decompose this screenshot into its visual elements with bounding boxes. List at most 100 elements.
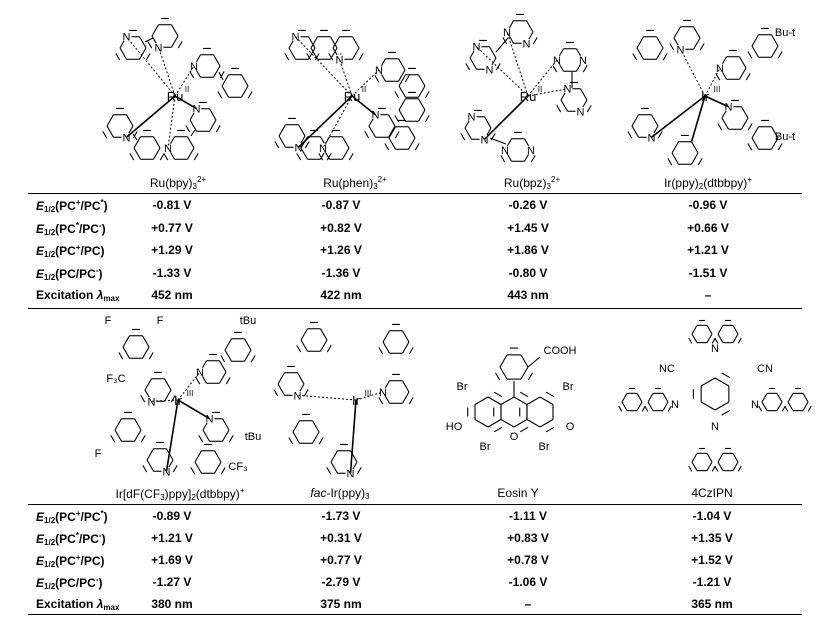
table-rule [28, 308, 802, 309]
atom-label: N [523, 38, 531, 50]
atom-label: N [579, 55, 587, 67]
ring [758, 387, 786, 412]
coordination-bond [651, 95, 706, 138]
atom-label: N [648, 132, 656, 144]
table-cell: +1.29 V [151, 243, 193, 257]
coordination-bond [174, 95, 197, 110]
ring [495, 347, 533, 381]
ring: NN [500, 131, 536, 163]
ring: NN [556, 81, 592, 118]
atom-label: N [193, 104, 201, 116]
ring: NN [552, 41, 588, 73]
atom-label: N [319, 143, 327, 155]
ring: NN [460, 109, 496, 146]
ring: N [163, 129, 199, 161]
substituent-label: F [157, 315, 164, 327]
ring [378, 323, 414, 355]
atom-label: O [566, 421, 575, 433]
table-cell: -1.27 V [152, 575, 192, 589]
metal-center: Ru [520, 89, 537, 104]
table-cell: 443 nm [507, 288, 549, 302]
ring: N [198, 411, 234, 443]
substituent-label: CN [757, 363, 773, 375]
row-label: E1/2(PC*/PC-) [36, 220, 106, 237]
table-row: E1/2(PC+/PC)+1.29 V+1.26 V+1.86 V+1.21 V [0, 241, 829, 261]
table-cell: -2.79 V [321, 575, 361, 589]
substituent-label: Bu-t [775, 131, 795, 143]
ring [296, 321, 332, 353]
metal-center: Ir [174, 393, 183, 408]
coordination-bond [351, 95, 376, 116]
table-cell: +1.26 V [320, 243, 362, 257]
metal-center: Ir [701, 89, 710, 104]
ring [667, 134, 703, 166]
substituent-label: F₃C [106, 373, 125, 385]
table-cell: +0.77 V [320, 553, 362, 567]
ring: N [326, 443, 362, 477]
substituent-label: tBu [245, 431, 262, 443]
atom-label: N [486, 64, 494, 76]
ring: N [102, 107, 138, 144]
substituent-label: NC [659, 363, 675, 375]
substituent-label: Bu-t [775, 27, 795, 39]
coordination-bond [295, 36, 353, 97]
atom-label: N [292, 32, 300, 44]
ring: N [627, 107, 663, 144]
coordination-bond [355, 391, 384, 401]
compound-name: Ir(ppy)2(dtbbpy)+ [664, 175, 752, 191]
ring: N [318, 129, 354, 161]
ring: N [273, 365, 309, 402]
coordination-bond [690, 95, 706, 142]
ring [394, 91, 430, 123]
row-label: Excitation λmax [36, 597, 120, 612]
table-cell: 375 nm [320, 597, 362, 611]
oxidation-state: II [538, 85, 542, 94]
atom-label: N [148, 396, 156, 408]
ring: N [195, 353, 231, 385]
ring: N [328, 29, 364, 66]
table-cell: 422 nm [320, 288, 362, 302]
table-cell: -1.06 V [508, 575, 548, 589]
ring [519, 391, 555, 433]
table-rule [28, 193, 802, 194]
atom-label: N [163, 466, 171, 477]
ring [747, 27, 783, 59]
ring [288, 413, 324, 445]
coordination-bond [167, 95, 176, 149]
coordination-bond [339, 59, 353, 97]
table-cell: – [704, 288, 712, 302]
table-cell: -1.11 V [508, 509, 548, 523]
row-label: Excitation λmax [36, 288, 120, 303]
table-cell: -0.26 V [508, 198, 548, 212]
substituent-label: Br [457, 381, 468, 393]
ring: N [284, 29, 320, 61]
table-cell: +0.78 V [507, 553, 549, 567]
substituent-label: Br [563, 381, 574, 393]
row-label: E1/2(PC*/PC-) [36, 531, 106, 547]
atom-label: N [155, 42, 163, 54]
ring: N [274, 117, 310, 154]
ring [747, 119, 783, 151]
atom-label: O [510, 431, 519, 443]
substituent-label: Br [539, 441, 550, 453]
table-cell: -1.51 V [688, 265, 728, 280]
atom-label: N [375, 65, 383, 77]
ring [129, 129, 165, 161]
row-label: E1/2(PC/PC-) [36, 265, 103, 282]
ring [110, 411, 146, 443]
ring [688, 447, 716, 472]
table-cell: +1.86 V [507, 243, 549, 257]
atom-label: N [206, 414, 214, 426]
table-cell: +1.35 V [691, 531, 733, 545]
compound-name: Ru(phen)32+ [323, 175, 387, 191]
atom-label: N [468, 112, 476, 124]
coordination-bond [174, 65, 195, 97]
compound-name: Ru(bpy)32+ [149, 175, 207, 191]
atom-label: N [481, 134, 489, 146]
atom-label: N [503, 27, 511, 39]
table-cell: -0.81 V [152, 198, 192, 212]
oxidation-state: III [187, 389, 194, 398]
